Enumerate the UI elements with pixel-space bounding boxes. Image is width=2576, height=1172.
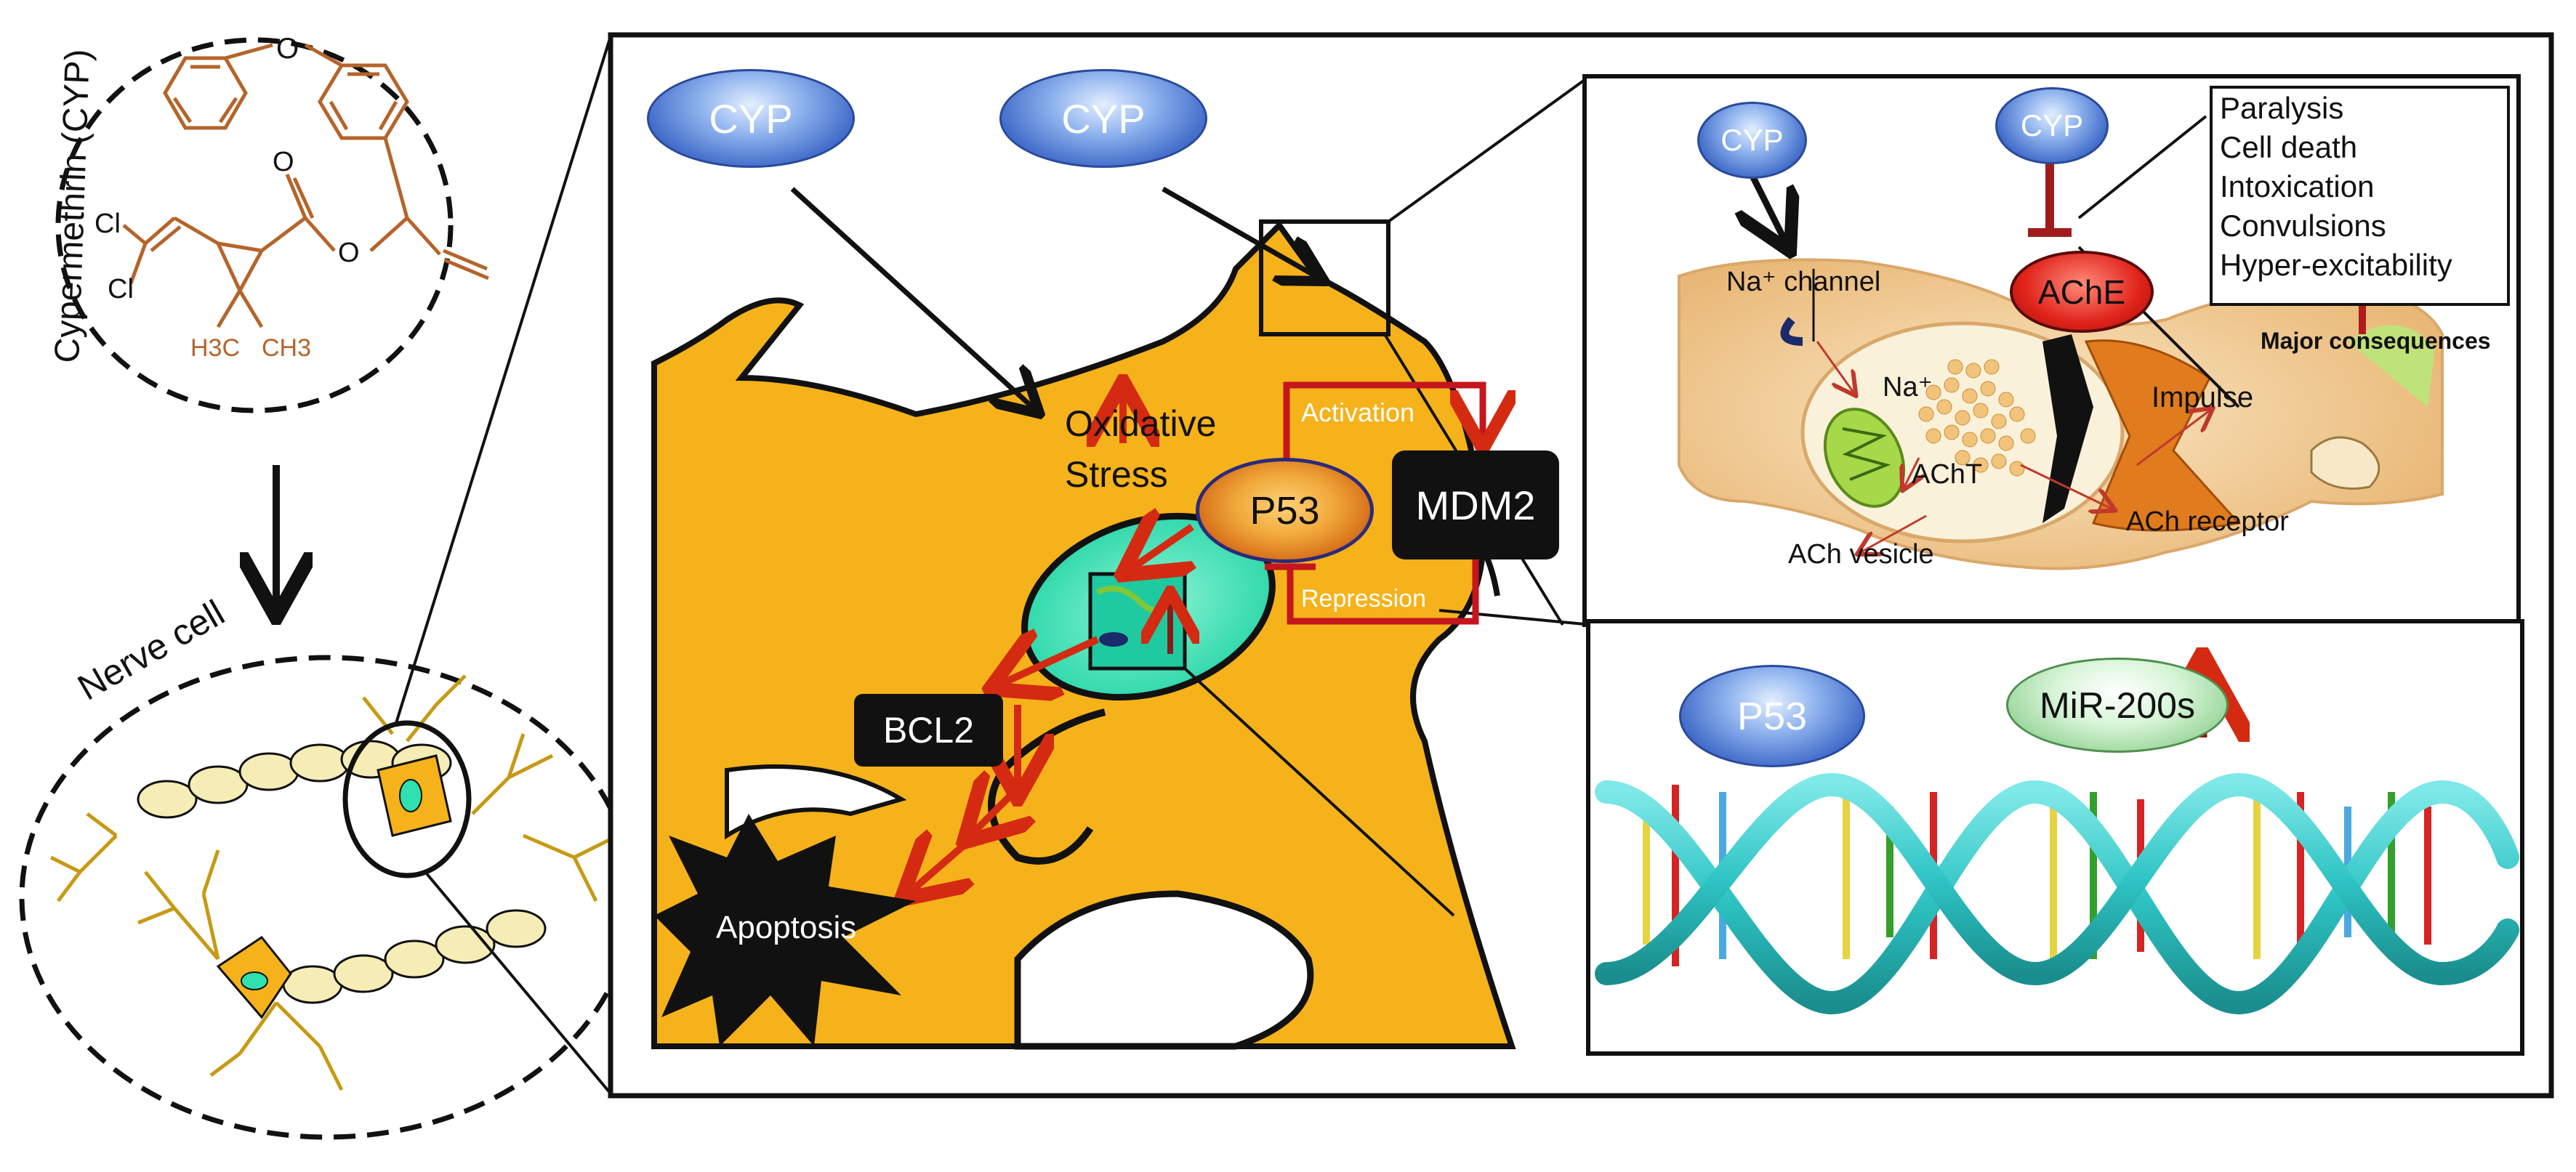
impulse-label: Impulse [2152,381,2253,413]
dna-p53-label: P53 [1736,694,1808,738]
p53-oval-label: P53 [1249,488,1320,533]
synapse-cyp-2-label: CYP [2020,108,2084,142]
mdm2-box: MDM2 [1392,450,1559,559]
major-consequences-label: Major consequences [2261,328,2491,354]
ester-link-o-label: O [338,238,360,268]
zoom-line-bottom [424,870,612,1095]
consequence-hyperexcitability: Hyper-excitability [2220,248,2452,282]
synapse-cyp-1-label: CYP [1720,123,1784,157]
activation-label: Activation [1301,397,1414,427]
oxygen-top-label: O [276,33,299,65]
cypermethrin-molecule [122,43,489,328]
p53-oval: P53 [1196,458,1374,563]
oxidative-stress-line2: Stress [1065,454,1168,495]
cyp-oval-2: CYP [999,69,1207,168]
consequence-cell-death: Cell death [2220,130,2358,164]
dna-p53-oval: P53 [1679,665,1865,767]
mir200s-label: MiR-200s [2040,684,2195,726]
cypermethrin-structure-panel: O O O Cl Cl H3C CH3 Cypermethrin (CYP) [48,33,489,413]
compound-name-label: Cypermethrin (CYP) [48,49,97,364]
apoptosis-label: Apoptosis [716,910,857,945]
cl-top-label: Cl [94,209,121,239]
ester-carbonyl-o-label: O [273,147,294,177]
consequence-intoxication: Intoxication [2220,169,2375,203]
cl-bottom-label: Cl [108,274,134,304]
consequence-convulsions: Convulsions [2220,209,2386,243]
cyp-oval-1: CYP [647,69,855,168]
mdm2-label: MDM2 [1415,482,1536,528]
methyl-left-label: H3C [190,334,240,362]
synapse-zoom-box [1259,219,1390,336]
consequence-paralysis: Paralysis [2220,91,2344,125]
acht-label: AChT [1912,459,1982,490]
ache-label: AChE [2037,272,2126,311]
bcl2-box: BCL2 [854,694,1003,767]
synapse-panel [1582,74,2521,627]
nerve-cell-label: Nerve cell [71,592,232,708]
ach-receptor-label: ACh receptor [2126,506,2289,537]
methyl-right-label: CH3 [262,334,311,362]
zoom-line-top [395,36,612,724]
consequences-box: Paralysis Cell death Intoxication Convul… [2210,86,2510,306]
ache-oval: AChE [2010,251,2154,333]
mir200s-oval: MiR-200s [2006,658,2229,753]
oxidative-stress-line1: Oxidative [1065,403,1216,444]
repression-label: Repression [1301,585,1426,613]
dna-helix [1595,772,2519,1015]
cyp-oval-2-label: CYP [1061,95,1146,142]
ach-vesicle-label: ACh vesicle [1788,539,1934,570]
nerve-cell-panel: Nerve cell [19,592,635,1140]
synapse-cyp-oval-1: CYP [1697,102,1807,179]
na-ion-label: Na⁺ [1883,372,1933,403]
cyp-oval-1-label: CYP [709,95,793,142]
synapse-cyp-oval-2: CYP [1995,87,2109,164]
bcl2-label: BCL2 [882,710,975,751]
apoptosis-burst [654,814,916,1046]
na-channel-label: Na⁺ channel [1726,267,1880,297]
